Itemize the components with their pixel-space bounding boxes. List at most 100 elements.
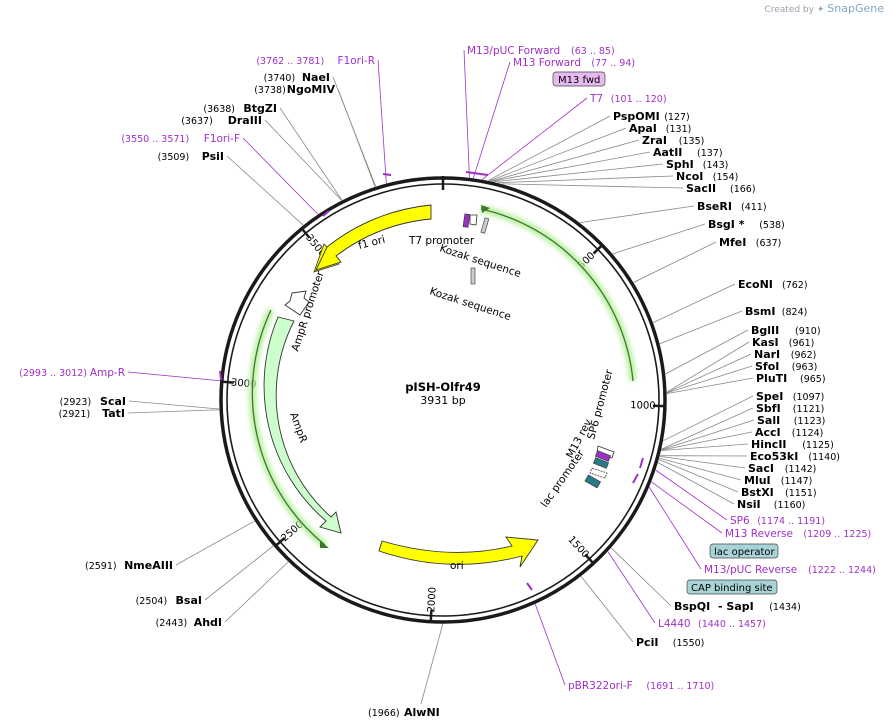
label-name: T7: [589, 93, 603, 105]
site-19: NarI(962): [754, 348, 816, 361]
label-name: AhdI: [194, 616, 222, 629]
label-pos: (3637): [181, 116, 213, 127]
leader-line: [659, 310, 743, 345]
label-pos: (762): [782, 280, 808, 291]
label-pos: (3762 .. 3781): [256, 56, 324, 67]
leader-line: [661, 431, 753, 451]
leader-line: [487, 115, 611, 181]
site-16: BsmI(824): [745, 305, 807, 318]
sp6-promoter-arrow: [596, 445, 615, 459]
label-name: AlwNI: [404, 706, 440, 719]
features: [219, 171, 644, 591]
leader-line: [481, 97, 588, 180]
site-13: BsgI *(538): [708, 218, 785, 231]
site-17: BglII (910): [751, 324, 821, 337]
label-name: pBR322ori-F: [568, 680, 633, 692]
label-name: ZraI: [642, 134, 667, 147]
primer-10: pBR322ori-F(1691 .. 1710): [568, 680, 714, 692]
site-6: ApaI(131): [629, 122, 691, 135]
site-33: - SapI(1434): [718, 600, 801, 613]
primer-6: SP6(1174 .. 1191): [730, 515, 825, 527]
leader-line: [665, 329, 749, 375]
site-32: BspQI: [674, 600, 710, 613]
label-name: BglII: [751, 324, 779, 337]
leader-line: [534, 603, 566, 686]
leader-line: [204, 545, 274, 601]
label-name: BseRI: [697, 200, 732, 213]
leader-line: [264, 119, 342, 201]
site-8: AatII(137): [653, 146, 723, 159]
leader-line: [666, 365, 753, 394]
label-name: HincII: [751, 438, 787, 451]
site-27: Eco53kI(1140): [750, 450, 840, 463]
site-5: PspOMI(127): [613, 110, 690, 123]
label-name: F1ori-F: [204, 133, 240, 145]
t7-primer-block: [462, 213, 471, 228]
label-pos: (910): [795, 326, 821, 337]
label-name: NcoI: [676, 170, 703, 183]
brand-prefix: Created by: [764, 5, 814, 15]
badge-lac-operator: lac operator: [709, 543, 779, 559]
label-name: BspQI: [674, 600, 710, 613]
leader-line: [659, 456, 746, 469]
label-name: SfoI: [755, 360, 779, 373]
label-pos: (137): [697, 148, 723, 159]
label-name: AccI: [755, 426, 781, 439]
label-pos: (135): [679, 136, 705, 147]
label-pos: (1222 .. 1244): [808, 565, 876, 576]
tick-1500: [584, 553, 595, 565]
kozak-block-2: [470, 267, 476, 285]
label-pos: (962): [791, 350, 817, 361]
snapgene-logo-icon: ✦: [816, 5, 825, 15]
tick-label-1000: 1000: [630, 400, 656, 412]
label-name: BstXI: [741, 486, 774, 499]
label-pos: (1125): [802, 440, 834, 451]
label-pos: (131): [666, 124, 692, 135]
label-name: M13 Reverse: [725, 528, 793, 540]
label-name: BsgI *: [708, 218, 745, 231]
snapgene-brand: Created by ✦ SnapGene: [764, 2, 884, 15]
m13-reverse-mark: [632, 473, 639, 484]
leader-line: [226, 155, 304, 226]
leader-line: [655, 469, 728, 521]
label-pos: (1123): [794, 416, 826, 427]
label-name: PspOMI: [613, 110, 660, 123]
label-name: L4440: [658, 618, 691, 630]
label-pos: (2923): [60, 397, 92, 408]
label-pos: (1209 .. 1225): [803, 529, 871, 540]
site-26: HincII (1125): [751, 438, 834, 451]
ampr-arrow: [263, 316, 342, 534]
site-39: ScaI (2923): [60, 395, 126, 408]
label-pos: (3550 .. 3571): [121, 134, 189, 145]
label-name: NsiI: [737, 498, 761, 511]
leader-line: [666, 377, 754, 395]
site-35: (1966)AlwNI: [368, 706, 440, 719]
badge-m13-fwd-box: [552, 71, 606, 87]
sp6-track: [480, 208, 634, 382]
label-pos: (2504): [136, 596, 168, 607]
site-3: DraIII(3637): [181, 114, 262, 127]
label-name: MfeI: [719, 236, 746, 249]
site-29: MluI(1147): [744, 474, 812, 487]
label-pos: (1440 .. 1457): [698, 619, 766, 630]
badge-cap-site: CAP binding site: [686, 579, 778, 595]
primer-2: M13/pUC Forward(63 .. 85): [467, 45, 615, 57]
label-pos: (411): [741, 202, 767, 213]
badge-cap-site-box: [686, 579, 778, 595]
label-name: BsmI: [745, 305, 776, 318]
label-name: PluTI: [756, 372, 787, 385]
site-20: SfoI(963): [755, 360, 817, 373]
site-2: BtgZI(3638): [203, 102, 277, 115]
site-22: SpeI(1097): [756, 390, 824, 403]
label-name: SpeI: [756, 390, 783, 403]
label-pos: (1142): [785, 464, 817, 475]
leader-line: [651, 481, 723, 534]
site-9: SphI(143): [666, 158, 728, 171]
label-name: ScaI: [100, 395, 126, 408]
sp6-track-arrow-icon: [481, 205, 490, 213]
label-pos: (961): [789, 338, 815, 349]
kozak-block-1: [480, 217, 490, 234]
label-name: EcoNI: [738, 278, 773, 291]
sp6-mark: [639, 457, 644, 469]
